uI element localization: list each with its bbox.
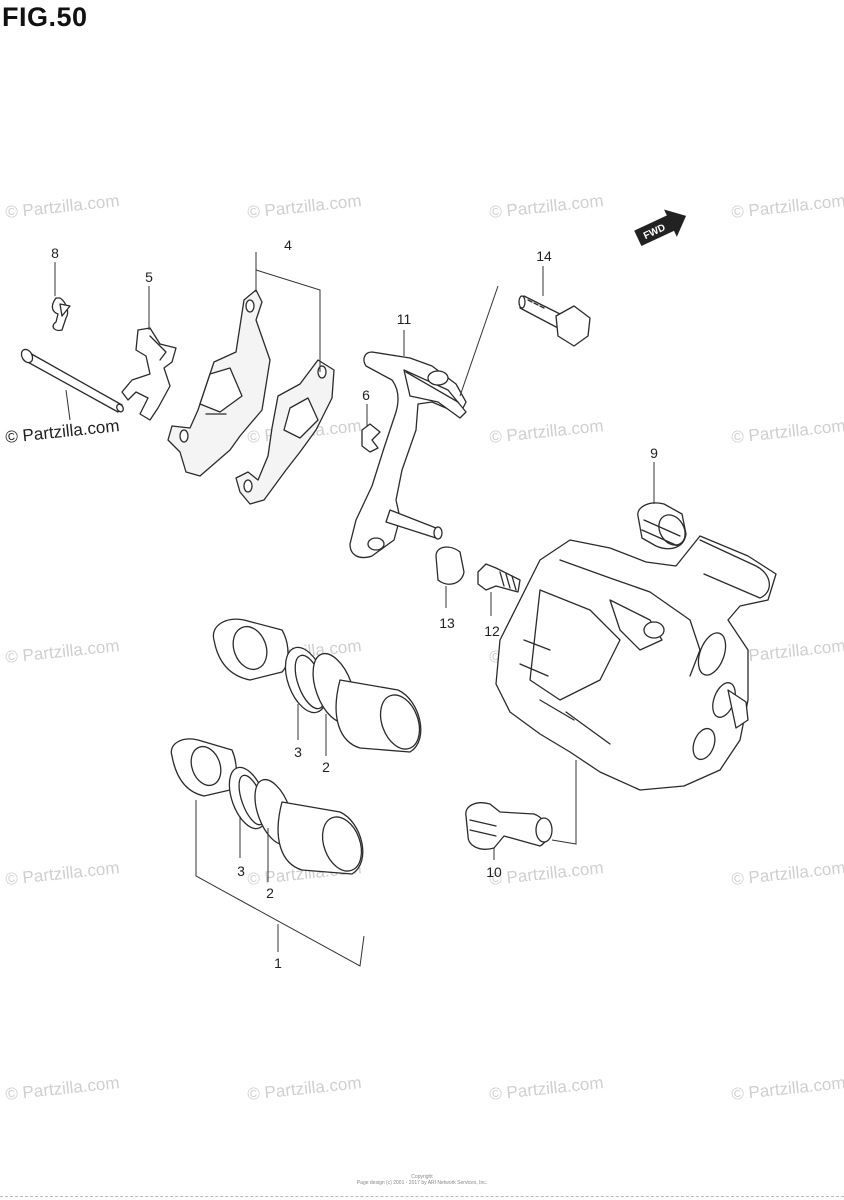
callout-labels: 8 5 4 11 6 14 9 13 12 3 2 3 2 10 1 [51,237,658,971]
callout-13: 13 [439,615,455,631]
watermark: © Partzilla.com [246,191,362,222]
callout-10: 10 [486,864,502,880]
part-13-bleeder-cap[interactable] [435,546,465,585]
footer: Copyright Page design (c) 2001 - 2017 by… [0,1174,844,1186]
watermark: © Partzilla.com [488,416,604,447]
watermark: © Partzilla.com [730,191,844,222]
piston-set-lower[interactable] [170,738,368,877]
watermark: © Partzilla.com [4,191,120,222]
page-bottom-divider [0,1196,844,1197]
caliper-housing[interactable] [495,535,777,791]
part-6-spring-clip[interactable] [361,423,381,453]
callout-14: 14 [536,248,552,264]
footer-page-design: Page design (c) 2001 - 2017 by ARI Netwo… [356,1180,488,1186]
part-14-bolt[interactable] [518,295,591,347]
callout-3-upper: 3 [294,744,302,760]
figure-title: FIG.50 [2,2,88,32]
watermark: © Partzilla.com [4,636,120,667]
part-11-caliper-bracket[interactable] [349,351,467,559]
callout-2-upper: 2 [322,759,330,775]
leader-lines [54,252,655,967]
part-12-bleeder-screw[interactable] [477,563,521,593]
callout-4: 4 [284,237,292,253]
watermark: © Partzilla.com [4,416,120,447]
part-9-boot[interactable] [637,502,691,550]
callout-8: 8 [51,245,59,261]
watermark: © Partzilla.com [730,416,844,447]
watermark: © Partzilla.com [246,1073,362,1104]
callout-6: 6 [362,387,370,403]
watermark: © Partzilla.com [730,1073,844,1104]
callout-12: 12 [484,623,500,639]
watermark: © Partzilla.com [4,1073,120,1104]
callout-5: 5 [145,269,153,285]
callout-2-lower: 2 [266,885,274,901]
part-8-clip[interactable] [51,297,71,332]
callout-11: 11 [397,311,412,327]
part-10-slide-pin[interactable] [465,802,553,850]
watermark: © Partzilla.com [488,1073,604,1104]
callout-9: 9 [650,445,658,461]
piston-set-upper[interactable] [212,618,426,754]
part-7-pad-pin[interactable] [19,347,124,413]
watermark: © Partzilla.com [488,191,604,222]
fwd-arrow-icon: FWD [634,209,687,247]
callout-3-lower: 3 [237,863,245,879]
part-4-brake-pad-set[interactable] [167,289,335,505]
watermark: © Partzilla.com [730,858,844,889]
footer-copyright: Copyright [411,1174,433,1180]
callout-1: 1 [274,955,282,971]
watermark: © Partzilla.com [488,858,604,889]
watermark: © Partzilla.com [4,858,120,889]
part-5-pad-spring[interactable] [121,327,177,421]
